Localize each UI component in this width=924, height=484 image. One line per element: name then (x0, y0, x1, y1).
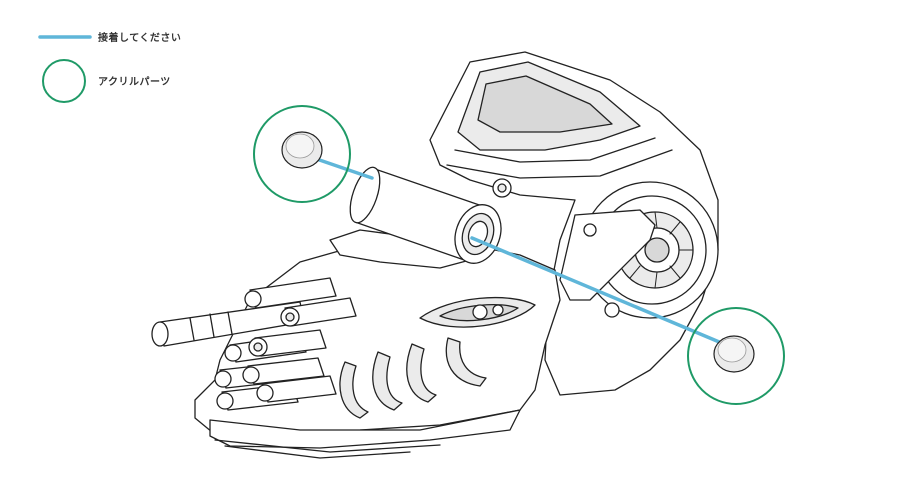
acrylic-circle-swatch-icon (42, 59, 86, 103)
acrylic-part-lower (687, 307, 785, 405)
hood-window-inner (477, 75, 613, 133)
hull-bottom-rail (214, 439, 441, 459)
cannon (349, 166, 502, 264)
bolt (583, 223, 597, 237)
bolt (604, 302, 620, 318)
hood-rib (446, 137, 673, 179)
machine-drawing (151, 51, 719, 459)
missile-pod-upper (244, 277, 357, 327)
eye-dot (492, 304, 504, 316)
missile-pod-lower (214, 329, 337, 411)
legend: 接着してください アクリルパーツ (38, 31, 181, 103)
acrylic-legend-label: アクリルパーツ (98, 76, 171, 88)
gun-barrel (151, 301, 305, 347)
side-rail (559, 209, 656, 301)
acrylic-part-upper (253, 105, 351, 203)
claw-vents (339, 337, 487, 419)
bolt (497, 183, 507, 193)
glue-legend-label: 接着してください (98, 31, 181, 44)
eye-dot (472, 304, 488, 320)
glue-line-lower (470, 236, 726, 346)
